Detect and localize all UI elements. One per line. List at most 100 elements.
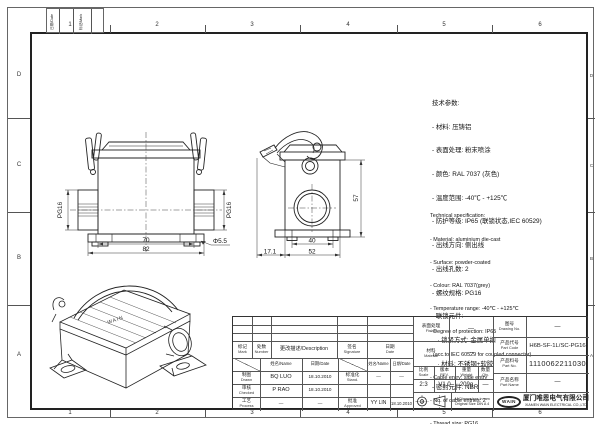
- iso-view: WAIN: [49, 285, 207, 389]
- front-dimension-labels: 70 82 PG16 PG16 Φ5.5: [57, 201, 233, 253]
- weight-value: 209g: [459, 382, 474, 389]
- drawing-no-value: —: [554, 323, 561, 330]
- iso-outline: [49, 285, 207, 389]
- stand-sig: —: [376, 374, 381, 380]
- front-dimension-lines: [65, 189, 230, 256]
- th-date3: 日期/Date: [392, 361, 411, 367]
- front-view: 70 82 PG16 PG16 Φ5.5: [57, 132, 233, 256]
- grid-col-label: 1: [68, 410, 72, 416]
- th-date2: 日期/Date: [310, 361, 330, 367]
- grid-col-label: 3: [250, 410, 254, 416]
- na-diagonal: [338, 358, 367, 371]
- grid-col-label: 3: [250, 22, 254, 28]
- th-description: 更改描述/Description: [279, 345, 329, 352]
- company-name-en: XIAMEN WAIN ELECTRICAL CO.,LTD: [525, 403, 587, 408]
- grid-col-label: 1: [68, 22, 72, 28]
- scale-value: 2:3: [419, 382, 428, 389]
- rev-value: V1.0: [438, 382, 451, 389]
- grid-col-label: 4: [346, 410, 350, 416]
- corner-revision-table: 日期/Date 标记/Mark: [46, 8, 104, 34]
- side-view: 57 40 52 17.1: [256, 131, 365, 258]
- side-centerlines: [288, 184, 336, 232]
- qty-value: —: [482, 382, 489, 389]
- spec-chinese: 技术参数: - 材料: 压铸铝 - 表面处理: 粉末喷涂 - 颜色: RAL 7…: [432, 99, 542, 392]
- dim-40: 40: [308, 238, 316, 245]
- grid-col-label: 5: [442, 22, 446, 28]
- grid-row-label: D: [589, 73, 594, 78]
- grid-row-label: C: [589, 163, 594, 168]
- grid-col-label: 6: [538, 22, 542, 28]
- th-name: 姓名/Name: [270, 361, 292, 367]
- dim-52: 52: [308, 249, 316, 256]
- side-dimension-arrows: [257, 160, 363, 257]
- dim-pg16-left: PG16: [57, 201, 64, 218]
- dim-17-1: 17.1: [264, 249, 277, 256]
- company-name-cn: 厦门唯恩电气有限公司: [523, 395, 589, 403]
- grid-row-label: A: [589, 353, 593, 358]
- grid-row-label: C: [16, 162, 22, 168]
- corner-cell-date: 日期/Date: [50, 13, 55, 30]
- front-centerlines: [70, 132, 222, 252]
- grid-col-label: 2: [155, 22, 159, 28]
- dim-pg16-right: PG16: [226, 201, 233, 218]
- approved-date: 18.10.2010: [391, 400, 412, 406]
- dim-hole-dia: Φ5.5: [213, 238, 227, 245]
- grid-col-label: 6: [538, 410, 542, 416]
- spec-en-title: Technical specification:: [430, 213, 486, 220]
- corner-cell-mark: 标记/Mark: [79, 13, 84, 30]
- checked-date: 18.10.2010: [308, 387, 332, 393]
- part-name-value: —: [554, 379, 561, 386]
- drawn-name: BQ LUO: [270, 374, 292, 381]
- na-diagonal: [233, 358, 260, 371]
- iso-emboss-text: WAIN: [107, 315, 125, 326]
- company-name: 厦门唯恩电气有限公司 XIAMEN WAIN ELECTRICAL CO.,LT…: [523, 392, 589, 411]
- front-dimension-arrows: [66, 190, 226, 255]
- checked-name: P RAO: [272, 387, 290, 394]
- drawn-date: 18.10.2010: [308, 374, 332, 380]
- grid-col-label: 2: [155, 410, 159, 416]
- dim-70: 70: [142, 237, 150, 244]
- wain-logo: WAIN: [497, 395, 521, 408]
- finish-value: —: [468, 325, 474, 332]
- process-date: —: [317, 400, 323, 406]
- approved-name: YY LIN: [370, 400, 387, 407]
- dimensions-note: All Dimensions in mm Original Size DIN A…: [454, 396, 490, 406]
- side-dimension-lines: [256, 158, 365, 258]
- grid-row-label: B: [589, 256, 593, 261]
- projection-symbol-icon: [415, 395, 446, 408]
- grid-row-label: B: [16, 255, 21, 261]
- grid-row-label: A: [16, 352, 21, 358]
- process-name: —: [278, 400, 284, 406]
- grid-col-label: 5: [442, 410, 446, 416]
- side-view-outline: [259, 131, 351, 241]
- part-code-value: H6B-SF-1L/SC-PG16: [529, 342, 586, 349]
- dim-57: 57: [353, 194, 360, 202]
- grid-row-label: D: [16, 72, 22, 78]
- part-no-value: 1110062211030: [529, 359, 586, 368]
- spec-cn-title: 技术参数:: [432, 99, 460, 107]
- side-dimension-labels: 57 40 52 17.1: [264, 194, 360, 255]
- th-name2: 姓名/Name: [368, 361, 389, 367]
- dim-82: 82: [142, 246, 150, 253]
- grid-col-label: 4: [346, 22, 350, 28]
